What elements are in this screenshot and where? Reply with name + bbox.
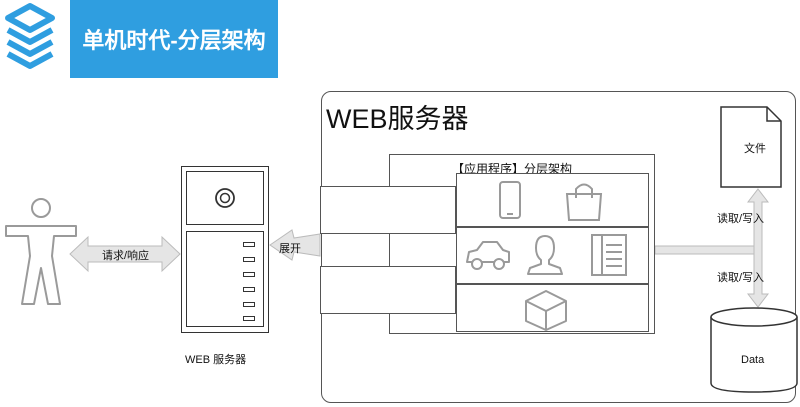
read-write-label-file: 读取/写入 — [717, 213, 765, 225]
side-box-bottom — [320, 266, 456, 314]
page-title: 单机时代-分层架构 — [70, 0, 278, 78]
phone-icon — [499, 181, 521, 219]
web-server-container — [321, 91, 796, 403]
request-response-label: 请求/响应 — [102, 250, 150, 262]
user-icon — [5, 198, 77, 305]
drive-slot — [243, 302, 255, 307]
render-label: 展开 — [279, 243, 301, 255]
document-list-icon — [591, 234, 627, 276]
request-response-arrow — [69, 235, 181, 273]
file-document-icon — [720, 106, 782, 188]
read-write-arrows — [746, 188, 770, 308]
application-title: 【应用程序】分层架构 — [452, 162, 573, 176]
layer-presentation — [456, 173, 649, 227]
layers-logo-icon — [5, 3, 55, 69]
power-button-icon — [215, 188, 235, 208]
cube-icon — [525, 290, 567, 331]
web-server-title: WEB服务器 — [326, 104, 469, 134]
read-write-label-data: 读取/写入 — [717, 272, 765, 284]
database-icon — [710, 307, 798, 393]
drive-slot — [243, 242, 255, 247]
side-box-top — [320, 186, 456, 234]
tower-bottom-panel — [186, 231, 264, 327]
drive-slot — [243, 257, 255, 262]
drive-slot — [243, 287, 255, 292]
drive-slot — [243, 272, 255, 277]
file-label: 文件 — [744, 143, 766, 155]
shopping-bag-icon — [565, 183, 603, 221]
data-label: Data — [741, 354, 765, 366]
server-tower-icon — [181, 166, 269, 333]
storage-connector — [655, 245, 758, 255]
car-icon — [466, 241, 510, 270]
tower-top-panel — [186, 171, 264, 225]
render-arrow — [269, 229, 321, 261]
person-bust-icon — [527, 235, 563, 275]
server-caption: WEB 服务器 — [185, 354, 247, 366]
drive-slot — [243, 316, 255, 321]
